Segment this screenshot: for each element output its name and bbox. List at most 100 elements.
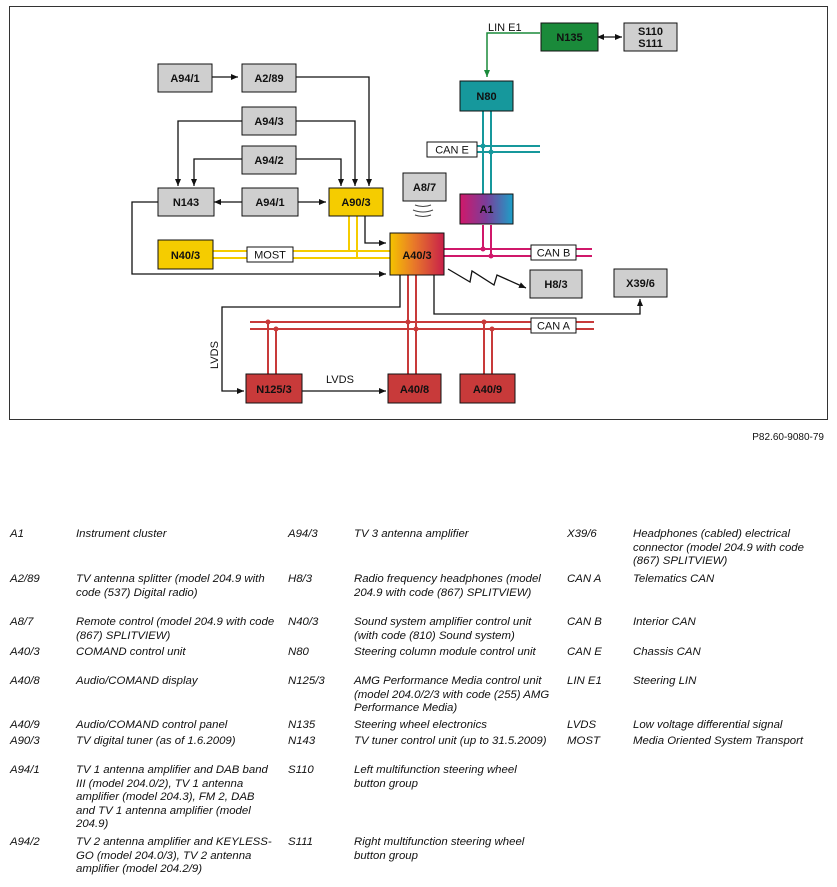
svg-text:N40/3: N40/3 bbox=[171, 250, 200, 262]
legend-description: Audio/COMAND display bbox=[76, 675, 198, 687]
svg-text:A94/1: A94/1 bbox=[170, 73, 199, 85]
legend-code: A40/9 bbox=[10, 719, 40, 731]
legend-description: Low voltage differential signal bbox=[633, 719, 783, 731]
legend-description: Audio/COMAND control panel bbox=[76, 719, 228, 731]
svg-text:A1: A1 bbox=[479, 204, 493, 216]
legend-code: CAN E bbox=[567, 646, 602, 658]
svg-text:MOST: MOST bbox=[254, 250, 286, 262]
svg-text:H8/3: H8/3 bbox=[544, 279, 567, 291]
svg-text:N80: N80 bbox=[476, 91, 496, 103]
node-a40-8: A40/8 bbox=[387, 373, 442, 404]
svg-text:A94/2: A94/2 bbox=[254, 155, 283, 167]
label-can-b: CAN B bbox=[530, 244, 577, 261]
legend-description: Sound system amplifier control unit (wit… bbox=[354, 616, 532, 642]
svg-text:LVDS: LVDS bbox=[209, 341, 221, 369]
legend-description: AMG Performance Media control unit (mode… bbox=[354, 675, 550, 714]
legend-code: A40/3 bbox=[10, 646, 40, 658]
node-a8-7: A8/7 bbox=[402, 172, 447, 202]
svg-text:A40/3: A40/3 bbox=[402, 250, 431, 262]
legend-description: COMAND control unit bbox=[76, 646, 186, 658]
svg-text:A94/1: A94/1 bbox=[255, 197, 284, 209]
label-most: MOST bbox=[246, 246, 294, 263]
legend-code: LVDS bbox=[567, 719, 597, 731]
svg-text:N143: N143 bbox=[173, 197, 199, 209]
legend-description: TV 3 antenna amplifier bbox=[354, 528, 469, 540]
svg-text:N125/3: N125/3 bbox=[256, 384, 291, 396]
label-lin-e1: LIN E1 bbox=[488, 22, 522, 34]
svg-text:A94/3: A94/3 bbox=[254, 116, 283, 128]
svg-text:N135: N135 bbox=[556, 32, 582, 44]
legend-code: A94/3 bbox=[288, 528, 318, 540]
label-lvds-horizontal: LVDS bbox=[326, 374, 354, 386]
label-can-a: CAN A bbox=[530, 317, 577, 334]
legend-code: CAN A bbox=[567, 573, 602, 585]
legend-code: S111 bbox=[288, 836, 313, 848]
node-h8-3: H8/3 bbox=[529, 269, 583, 299]
svg-text:CAN E: CAN E bbox=[435, 145, 469, 157]
label-can-e: CAN E bbox=[426, 141, 478, 158]
legend-code: A94/1 bbox=[10, 764, 40, 776]
legend-description: TV 1 antenna amplifier and DAB band III … bbox=[76, 764, 268, 830]
node-n143: N143 bbox=[157, 187, 215, 217]
legend-code: A8/7 bbox=[10, 616, 34, 628]
legend-description: TV digital tuner (as of 1.6.2009) bbox=[76, 735, 236, 747]
legend-code: N125/3 bbox=[288, 675, 325, 687]
node-a40-9: A40/9 bbox=[459, 373, 516, 404]
legend-description: TV 2 antenna amplifier and KEYLESS-GO (m… bbox=[76, 836, 272, 875]
node-a90-3: A90/3 bbox=[328, 187, 384, 217]
svg-text:A90/3: A90/3 bbox=[341, 197, 370, 209]
legend-code: A2/89 bbox=[10, 573, 40, 585]
legend-code: LIN E1 bbox=[567, 675, 602, 687]
svg-text:A8/7: A8/7 bbox=[413, 182, 436, 194]
legend-description: Right multifunction steering wheel butto… bbox=[354, 836, 525, 862]
figure-reference: P82.60-9080-79 bbox=[752, 432, 824, 443]
node-n125-3: N125/3 bbox=[245, 373, 303, 404]
network-diagram: N135 S110 S111 N80 A94/1 A2/89 A94/3 A94… bbox=[131, 22, 678, 404]
svg-text:S111: S111 bbox=[638, 38, 662, 50]
svg-text:LVDS: LVDS bbox=[326, 374, 354, 386]
remote-wave-icon bbox=[412, 204, 434, 217]
node-a1: A1 bbox=[459, 193, 514, 225]
svg-text:CAN A: CAN A bbox=[537, 321, 571, 333]
node-n80: N80 bbox=[459, 80, 514, 112]
legend-description: TV antenna splitter (model 204.9 with co… bbox=[76, 573, 265, 599]
legend-description: Radio frequency headphones (model 204.9 … bbox=[354, 573, 541, 599]
legend-code: N143 bbox=[288, 735, 316, 747]
legend-code: A90/3 bbox=[10, 735, 40, 747]
svg-text:S110: S110 bbox=[638, 26, 663, 38]
node-n135: N135 bbox=[540, 22, 599, 52]
legend-description: Steering LIN bbox=[633, 675, 697, 687]
legend-code: MOST bbox=[567, 735, 600, 747]
node-a94-1-top: A94/1 bbox=[157, 63, 213, 93]
node-s110-s111: S110 S111 bbox=[623, 22, 678, 52]
legend-description: Interior CAN bbox=[633, 616, 696, 628]
legend-code: A1 bbox=[10, 528, 24, 540]
legend-code: CAN B bbox=[567, 616, 602, 628]
node-n40-3: N40/3 bbox=[157, 239, 214, 270]
legend-description: Steering column module control unit bbox=[354, 646, 536, 658]
svg-text:X39/6: X39/6 bbox=[626, 278, 655, 290]
legend-code: A94/2 bbox=[10, 836, 40, 848]
legend-description: Media Oriented System Transport bbox=[633, 735, 804, 747]
legend-code: N135 bbox=[288, 719, 316, 731]
legend-description: Telematics CAN bbox=[633, 573, 715, 585]
legend-code: S110 bbox=[288, 764, 314, 776]
legend-code: N80 bbox=[288, 646, 309, 658]
svg-text:LIN E1: LIN E1 bbox=[488, 22, 522, 34]
node-a94-2: A94/2 bbox=[241, 145, 297, 175]
svg-text:A40/9: A40/9 bbox=[473, 384, 502, 396]
legend-description: Instrument cluster bbox=[76, 528, 167, 540]
node-x39-6: X39/6 bbox=[613, 268, 668, 298]
node-a94-3: A94/3 bbox=[241, 106, 297, 136]
node-a94-1-mid: A94/1 bbox=[241, 187, 299, 217]
legend-description: Left multifunction steering wheel button… bbox=[354, 764, 517, 790]
legend-description: Steering wheel electronics bbox=[354, 719, 487, 731]
signal-lines bbox=[131, 34, 643, 394]
legend-description: Chassis CAN bbox=[633, 646, 701, 658]
legend-code: X39/6 bbox=[567, 528, 597, 540]
legend-description: Remote control (model 204.9 with code (8… bbox=[76, 616, 275, 642]
legend-description: Headphones (cabled) electrical connector… bbox=[633, 528, 804, 567]
label-lvds-vertical: LVDS bbox=[209, 341, 221, 369]
diagram-frame: N135 S110 S111 N80 A94/1 A2/89 A94/3 A94… bbox=[9, 6, 828, 420]
